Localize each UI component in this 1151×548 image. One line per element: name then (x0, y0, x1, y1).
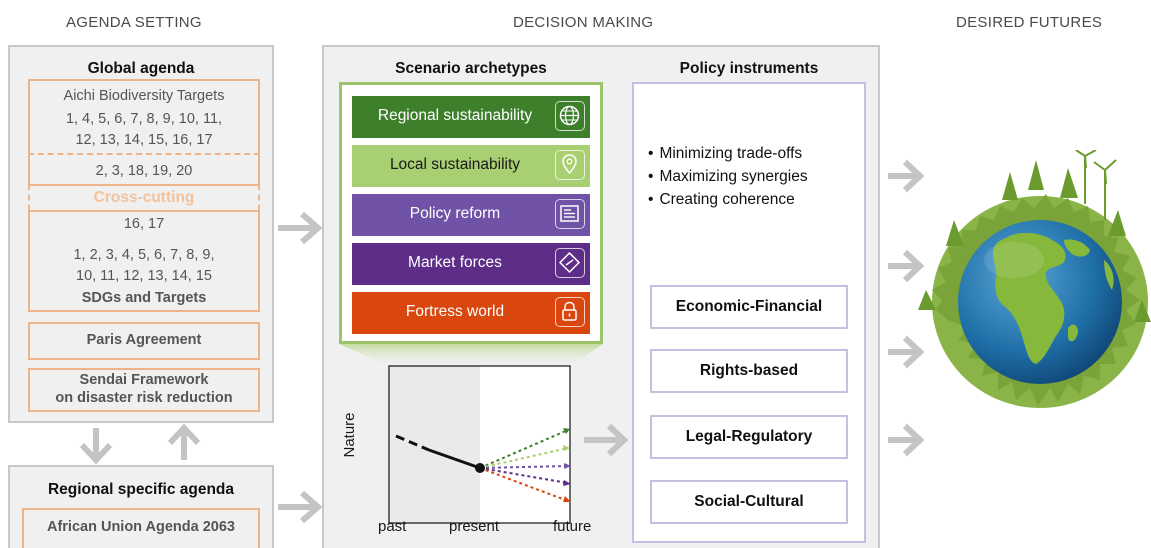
header-agenda-setting: AGENDA SETTING (66, 14, 202, 31)
past-trend-solid (428, 448, 481, 470)
header-desired-futures: DESIRED FUTURES (956, 14, 1103, 31)
padlock-icon (555, 297, 585, 327)
chart-past-area (389, 366, 480, 523)
chart-frame (388, 365, 571, 524)
ticket-icon (555, 248, 585, 278)
arrow-to-futures-3 (888, 335, 925, 369)
arrowhead (563, 445, 570, 451)
sdg-cross-cutting-targets: 16, 17 (123, 216, 165, 232)
paris-agreement-label: Paris Agreement (86, 332, 202, 348)
african-union-box (22, 508, 260, 548)
instrument-rights-based: Rights-based (650, 349, 848, 393)
location-pin-icon (555, 150, 585, 180)
trajectory-policy-reform (479, 465, 569, 469)
scenario-label: Local sustainability (389, 156, 521, 173)
arrowhead (563, 496, 571, 502)
arrow-to-futures-1 (888, 159, 925, 193)
arrowhead (564, 463, 571, 469)
scenario-market-forces: Market forces (352, 243, 590, 285)
policy-instruments-title: Policy instruments (679, 60, 819, 77)
chart-xlabel-present: present (449, 518, 500, 535)
tree-silhouettes (918, 150, 1151, 322)
scenario-policy-reform: Policy reform (352, 194, 590, 236)
cross-cutting-label: Cross-cutting (93, 189, 195, 206)
trajectory-regional-sustainability (479, 429, 569, 469)
instrument-economic-financial: Economic-Financial (650, 285, 848, 329)
globe-highlight (984, 242, 1044, 278)
trajectory-fortress-world (479, 467, 569, 502)
trajectory-market-forces (479, 467, 569, 484)
arrow-regional-up (167, 423, 201, 460)
policy-bullet-list: Minimizing trade-offs Maximizing synergi… (648, 142, 808, 211)
continents (992, 232, 1114, 364)
aichi-targets-box (28, 79, 260, 186)
arrow-to-futures-2 (888, 249, 925, 283)
sendai-framework-box (28, 368, 260, 412)
scenario-local-sustainability: Local sustainability (352, 145, 590, 187)
scenario-archetypes-title: Scenario archetypes (395, 60, 547, 77)
chart-xlabel-past: past (378, 518, 407, 535)
arrow-global-down (79, 428, 113, 465)
sdg-targets-box (28, 210, 260, 312)
document-icon (555, 199, 585, 229)
scenario-label: Market forces (408, 254, 502, 271)
funnel-shape (339, 344, 603, 366)
aichi-cross-cutting-targets: 2, 3, 18, 19, 20 (95, 163, 193, 179)
scenario-label: Regional sustainability (377, 107, 533, 124)
present-point (475, 463, 485, 473)
aichi-targets-line1: 1, 4, 5, 6, 7, 8, 9, 10, 11, (65, 111, 223, 127)
sdg-targets-line1: 1, 2, 3, 4, 5, 6, 7, 8, 9, (73, 247, 215, 263)
sendai-framework-line1: Sendai Framework (79, 372, 209, 388)
arrowhead (563, 480, 571, 486)
african-union-label: African Union Agenda 2063 (46, 519, 235, 535)
arrowhead (563, 428, 570, 434)
aichi-targets-line2: 12, 13, 14, 15, 16, 17 (75, 132, 213, 148)
policy-bullet: Minimizing trade-offs (648, 142, 808, 165)
instrument-social-cultural: Social-Cultural (650, 480, 848, 524)
sdg-targets-line2: 10, 11, 12, 13, 14, 15 (76, 268, 212, 284)
scenario-label: Fortress world (405, 303, 505, 320)
cross-cutting-box-border (28, 153, 260, 242)
trend-chart (339, 344, 603, 524)
scenario-regional-sustainability: Regional sustainability (352, 96, 590, 138)
sdg-title: SDGs and Targets (81, 290, 207, 306)
aichi-title: Aichi Biodiversity Targets (63, 88, 225, 104)
instrument-legal-regulatory: Legal-Regulatory (650, 415, 848, 459)
scenario-fortress-world: Fortress world (352, 292, 590, 334)
sendai-framework-line2: on disaster risk reduction (55, 390, 233, 406)
arrow-chart-to-policy (584, 423, 629, 457)
policy-bullet: Creating coherence (648, 188, 808, 211)
globe-icon (555, 101, 585, 131)
arrow-regional-to-decision (278, 490, 323, 524)
chart-xlabel-future: future (553, 518, 592, 535)
past-trend-dashed (395, 434, 430, 452)
arrow-to-futures-4 (888, 423, 925, 457)
paris-agreement-box (28, 322, 260, 360)
global-agenda-title: Global agenda (87, 60, 195, 77)
policy-bullet: Maximizing synergies (648, 165, 807, 188)
regional-agenda-title: Regional specific agenda (47, 481, 235, 498)
scenario-label: Policy reform (409, 205, 501, 222)
header-decision-making: DECISION MAKING (513, 14, 654, 31)
arrow-global-to-decision (278, 211, 323, 245)
green-earth-illustration (918, 150, 1151, 408)
